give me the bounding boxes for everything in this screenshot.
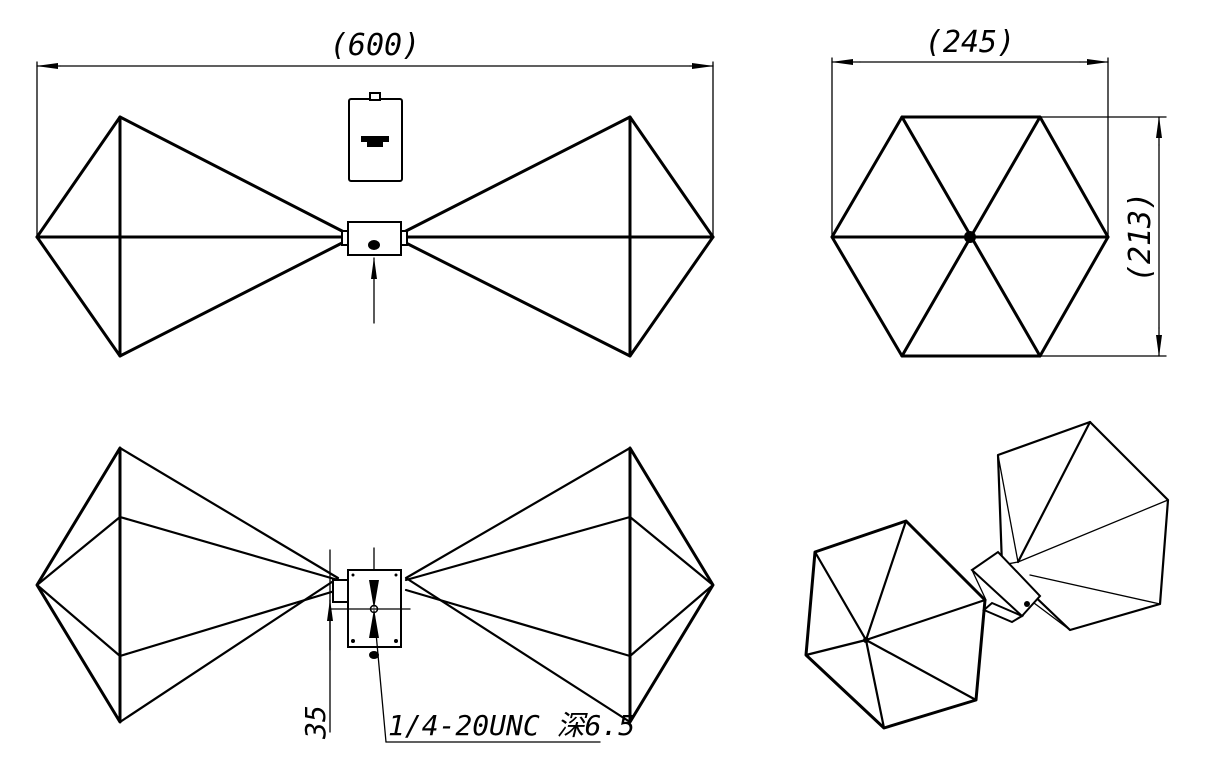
front-view — [35, 92, 715, 358]
dimension-35: 35 — [299, 599, 333, 740]
dimension-600-label: (600) — [330, 28, 420, 63]
dimension-35-label: 35 — [299, 705, 332, 740]
dimension-213: (213) — [1039, 116, 1167, 357]
isometric-view — [804, 420, 1170, 730]
end-view — [830, 115, 1110, 358]
dimension-245-label: (245) — [925, 25, 1015, 60]
dimension-213-label: (213) — [1123, 192, 1158, 282]
thread-note-label: 1/4-20UNC 深6.5 — [388, 709, 635, 742]
thread-note: 1/4-20UNC 深6.5 — [373, 610, 635, 743]
dimension-245: (245) — [831, 25, 1109, 238]
dimension-600: (600) — [36, 28, 714, 238]
bottom-view — [35, 446, 715, 733]
